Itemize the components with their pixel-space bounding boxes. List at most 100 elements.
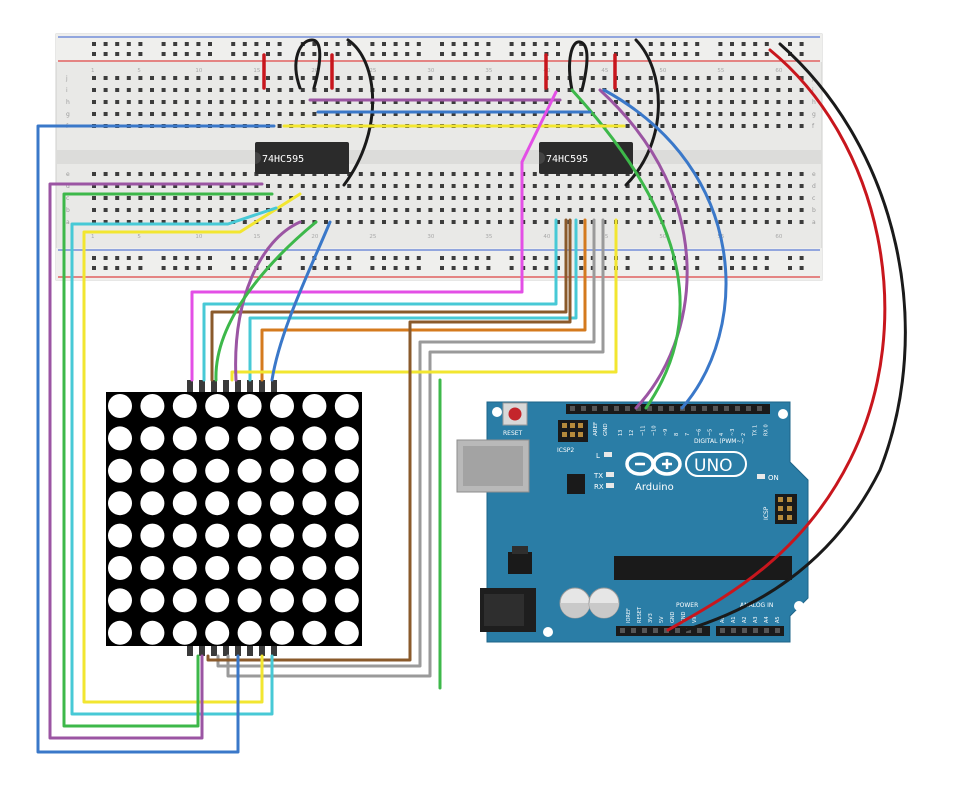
breadboard-hole: [440, 112, 444, 116]
breadboard-hole: [706, 184, 711, 188]
header-hole: [764, 628, 769, 633]
breadboard-hole: [184, 42, 189, 46]
breadboard-hole: [126, 256, 131, 260]
breadboard-hole: [161, 88, 166, 92]
breadboard-hole: [393, 208, 398, 212]
breadboard-hole: [277, 196, 282, 200]
breadboard-hole: [637, 100, 642, 104]
breadboard-hole: [219, 112, 224, 116]
breadboard-hole: [277, 256, 282, 260]
breadboard-hole: [335, 76, 340, 80]
breadboard-hole: [590, 100, 595, 104]
breadboard-hole: [196, 256, 201, 260]
led-dot: [172, 556, 197, 580]
breadboard-hole: [556, 100, 560, 104]
center-channel: [56, 150, 822, 164]
breadboard-hole: [741, 100, 746, 104]
breadboard-hole: [799, 124, 804, 128]
breadboard-hole: [254, 256, 259, 260]
led-dot: [205, 491, 230, 516]
breadboard-hole: [138, 208, 143, 212]
breadboard-hole: [126, 112, 131, 116]
breadboard-hole: [358, 112, 363, 116]
breadboard-hole: [428, 100, 433, 104]
reset-button[interactable]: [502, 402, 528, 426]
breadboard-hole: [103, 112, 108, 116]
breadboard-hole: [382, 88, 386, 92]
breadboard-hole: [219, 208, 224, 212]
led-matrix-dots: [108, 394, 359, 645]
breadboard-hole: [718, 220, 723, 224]
breadboard-hole: [335, 42, 340, 46]
breadboard-hole: [718, 42, 723, 46]
breadboard-hole: [138, 196, 143, 200]
breadboard-hole: [440, 52, 444, 56]
breadboard-hole: [764, 266, 769, 270]
breadboard-hole: [730, 172, 734, 176]
breadboard-column-number: 5: [137, 234, 141, 240]
breadboard-hole: [532, 256, 537, 260]
breadboard-hole: [660, 76, 665, 80]
breadboard-hole: [173, 100, 178, 104]
digital-pin-label: ~11: [640, 425, 646, 436]
breadboard-row-letter: i: [66, 87, 68, 94]
breadboard-hole: [672, 208, 676, 212]
breadboard-hole: [637, 88, 642, 92]
breadboard-hole: [242, 100, 247, 104]
uno-badge: [685, 451, 747, 477]
breadboard-hole: [254, 184, 259, 188]
breadboard-hole: [161, 172, 166, 176]
breadboard-hole: [382, 266, 386, 270]
breadboard-hole: [300, 112, 305, 116]
power-pin-label: 5V: [659, 616, 665, 623]
breadboard-hole: [764, 112, 769, 116]
matrix-pin: [199, 646, 205, 656]
breadboard-hole: [614, 196, 618, 200]
arduino-uno-board: RESET ICSP2 L TX RX: [456, 401, 809, 643]
breadboard-hole: [242, 172, 247, 176]
breadboard-hole: [335, 184, 340, 188]
breadboard-hole: [486, 266, 491, 270]
breadboard-hole: [556, 42, 560, 46]
breadboard-hole: [614, 100, 618, 104]
breadboard-hole: [764, 172, 769, 176]
breadboard-hole: [683, 124, 688, 128]
digital-pin-label: 2: [741, 433, 747, 436]
breadboard-hole: [103, 266, 108, 270]
power-pin-label: IOREF: [626, 608, 632, 623]
breadboard-hole: [602, 112, 607, 116]
breadboard-hole: [764, 220, 769, 224]
breadboard-hole: [764, 52, 769, 56]
breadboard-hole: [335, 196, 340, 200]
capacitor-right: [588, 587, 620, 619]
breadboard-hole: [672, 124, 676, 128]
breadboard-hole: [92, 196, 96, 200]
breadboard-hole: [776, 88, 781, 92]
breadboard-hole: [173, 112, 178, 116]
breadboard-hole: [498, 172, 502, 176]
wire-bb-magenta: [190, 90, 558, 382]
breadboard-hole: [474, 256, 479, 260]
breadboard-hole: [486, 52, 491, 56]
breadboard-hole: [440, 256, 444, 260]
led-dot: [140, 556, 165, 580]
breadboard-hole: [625, 100, 630, 104]
arduino-logo-text: Arduino: [635, 482, 674, 493]
breadboard-hole: [567, 196, 572, 200]
breadboard-hole: [718, 100, 723, 104]
breadboard-holes: [92, 42, 804, 270]
breadboard-hole: [695, 112, 700, 116]
breadboard-hole: [347, 88, 352, 92]
breadboard-hole: [324, 88, 328, 92]
breadboard-hole: [266, 76, 270, 80]
led-dot: [302, 556, 327, 580]
breadboard-hole: [370, 266, 375, 270]
breadboard-hole: [672, 220, 676, 224]
breadboard-hole: [138, 172, 143, 176]
matrix-pin: [259, 380, 265, 392]
breadboard-hole: [184, 112, 189, 116]
breadboard-hole: [660, 88, 665, 92]
breadboard-hole: [126, 196, 131, 200]
led-dot: [302, 620, 327, 645]
breadboard-hole: [266, 42, 270, 46]
